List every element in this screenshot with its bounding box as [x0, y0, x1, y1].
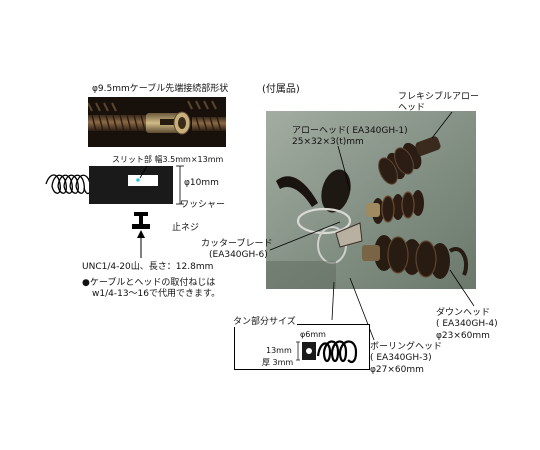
tang-height-label: 13mm: [266, 346, 292, 355]
connector-body: [89, 166, 173, 204]
note-line-2: w1/4-13～16で代用できます。: [92, 289, 221, 300]
diameter-label: φ10mm: [184, 178, 219, 188]
arrow-head-line-2: 25×32×3(t)mm: [292, 136, 364, 147]
down-head-line-3: φ23×60mm: [436, 330, 490, 341]
set-screw-shaft: [139, 212, 143, 226]
slit: [128, 175, 158, 186]
arrow-head-line-1: アローヘッド( EA340GH-1): [292, 126, 408, 136]
set-screw-head: [132, 224, 150, 229]
boring-head-line-3: φ27×60mm: [370, 364, 424, 375]
cutter-blade-line-1: カッターブレード: [201, 239, 273, 249]
tang-inset-title: タン部分サイズ: [232, 317, 297, 328]
mounting-note: ●ケーブルとヘッドの取付ねじは w1/4-13～16で代用できます。: [82, 278, 220, 301]
tang-thickness-label: 厚 3mm: [262, 358, 294, 367]
coil-spring: [45, 174, 92, 195]
cable-end-photo: [88, 97, 226, 147]
accessories-photo: [266, 111, 476, 289]
washer: [134, 212, 148, 216]
note-line-1: ケーブルとヘッドの取付ねじは: [89, 278, 216, 288]
flexible-arrow-label: フレキシブルアロー ヘッド: [398, 92, 479, 114]
slit-marker: [136, 178, 140, 182]
cutter-blade-line-2: (EA340GH-6): [209, 250, 268, 261]
accessories-title: (付属品): [262, 84, 300, 95]
screw-label: 止ネジ: [172, 223, 200, 233]
washer-label: ワッシャー: [180, 200, 226, 210]
down-head-line-1: ダウンヘッド: [436, 308, 491, 318]
boring-head-label: ボーリングヘッド ( EA340GH-3) φ27×60mm: [370, 342, 442, 376]
note-bullet: ●: [82, 278, 90, 288]
tang-hole-label: φ6mm: [300, 330, 326, 339]
boring-head-line-1: ボーリングヘッド: [370, 342, 443, 352]
flexible-arrow-line-2: ヘッド: [398, 102, 426, 113]
boring-head-line-2: ( EA340GH-3): [370, 353, 432, 364]
thread-label: UNC1/4-20山、長さ：12.8mm: [82, 262, 214, 272]
down-head-line-2: ( EA340GH-4): [436, 319, 498, 330]
arrow-head-label: アローヘッド( EA340GH-1) 25×32×3(t)mm: [292, 126, 408, 148]
flexible-arrow-line-1: フレキシブルアロー: [398, 92, 480, 102]
cable-end-title: φ9.5mmケーブル先端接続部形状: [92, 84, 229, 94]
cutter-blade-label: カッターブレード (EA340GH-6): [201, 239, 272, 262]
slit-label: スリット部 幅3.5mm×13mm: [112, 155, 224, 164]
down-head-label: ダウンヘッド ( EA340GH-4) φ23×60mm: [436, 308, 498, 342]
